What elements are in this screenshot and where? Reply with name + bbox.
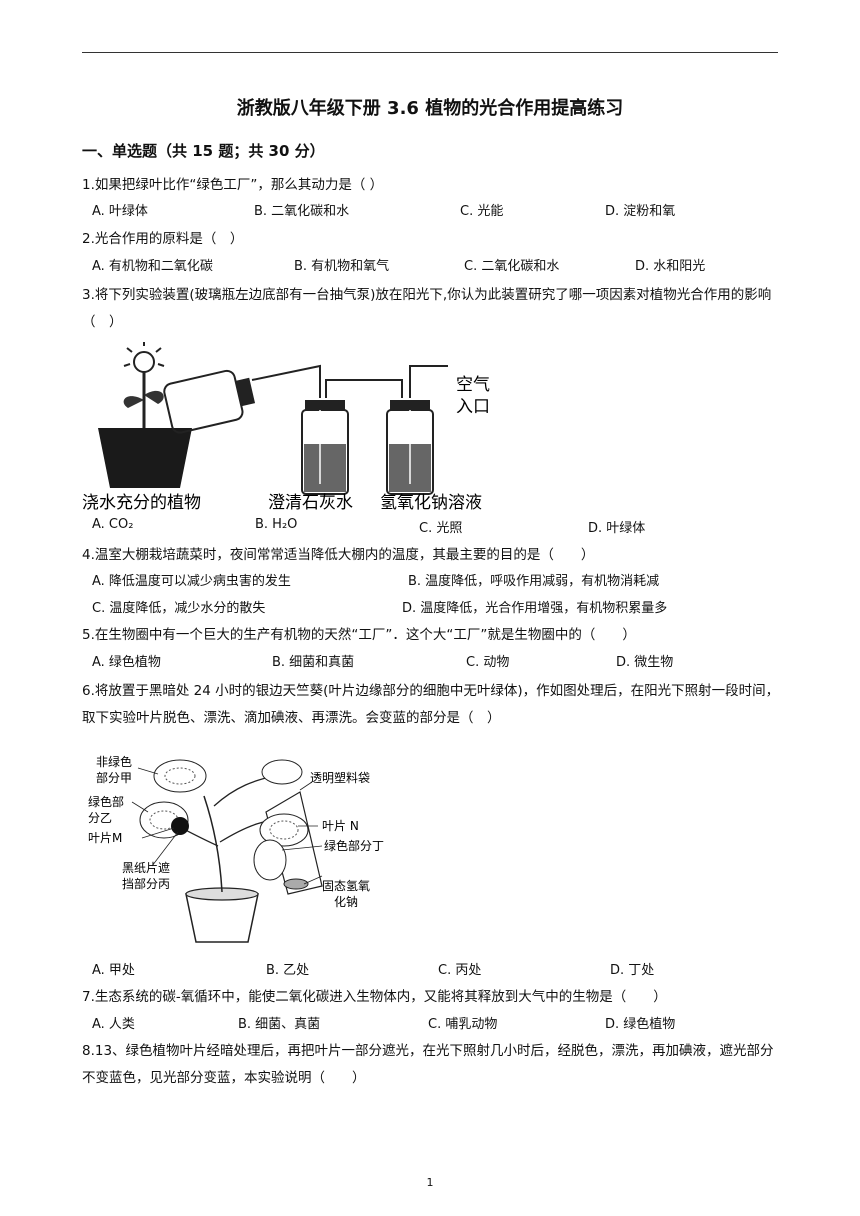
label-air: 空气	[456, 375, 490, 395]
option-c[interactable]: C. 温度降低，减少水分的散失	[92, 601, 266, 616]
label-solid-naoh-2: 化钠	[334, 894, 358, 909]
option-c[interactable]: C. 二氧化碳和水	[464, 259, 560, 274]
option-a[interactable]: A. 有机物和二氧化碳	[92, 259, 213, 274]
option-c[interactable]: C. 光能	[460, 204, 504, 219]
label-leaf-n: 叶片 N	[322, 819, 359, 833]
label-part-jia: 部分甲	[96, 770, 132, 785]
question-5-stem: 5.在生物圈中有一个巨大的生产有机物的天然“工厂”．这个大“工厂”就是生物圈中的…	[82, 627, 636, 643]
label-part-bing: 挡部分丙	[122, 876, 170, 891]
option-b[interactable]: B. 细菌和真菌	[272, 655, 355, 670]
question-4-stem: 4.温室大棚栽培蔬菜时，夜间常常适当降低大棚内的温度，其最主要的目的是（ ）	[82, 547, 595, 563]
option-a[interactable]: A. 降低温度可以减少病虫害的发生	[92, 574, 291, 589]
question-8-stem: 8.13、绿色植物叶片经暗处理后，再把叶片一部分遮光，在光下照射几小时后，经脱色…	[82, 1043, 774, 1086]
option-b[interactable]: B. H₂O	[255, 517, 298, 532]
option-a[interactable]: A. 人类	[92, 1017, 135, 1032]
question-6-options: A. 甲处 B. 乙处 C. 丙处 D. 丁处	[92, 959, 792, 985]
option-a[interactable]: A. 叶绿体	[92, 204, 148, 219]
option-d[interactable]: D. 微生物	[616, 655, 674, 670]
option-c[interactable]: C. 哺乳动物	[428, 1017, 498, 1032]
option-c[interactable]: C. 动物	[466, 655, 510, 670]
question-2-options: A. 有机物和二氧化碳 B. 有机物和氧气 C. 二氧化碳和水 D. 水和阳光	[92, 255, 792, 281]
label-green-ding: 绿色部分丁	[324, 838, 384, 853]
geranium-figure: 非绿色 部分甲 绿色部 分乙 叶片M 黑纸片遮 挡部分丙 透明塑料袋 叶片 N …	[88, 754, 384, 943]
option-a[interactable]: A. CO₂	[92, 517, 134, 532]
label-leaf-m: 叶片M	[88, 831, 122, 845]
label-naoh: 氢氧化钠溶液	[380, 493, 482, 513]
question-5-options: A. 绿色植物 B. 细菌和真菌 C. 动物 D. 微生物	[92, 651, 792, 677]
option-a[interactable]: A. 绿色植物	[92, 655, 161, 670]
option-b[interactable]: B. 温度降低，呼吸作用减弱，有机物消耗减	[408, 574, 660, 589]
question-7-options: A. 人类 B. 细菌、真菌 C. 哺乳动物 D. 绿色植物	[92, 1013, 792, 1039]
option-b[interactable]: B. 乙处	[266, 963, 310, 978]
option-c[interactable]: C. 丙处	[438, 963, 482, 978]
question-4-options-row2: C. 温度降低，减少水分的散失 D. 温度降低，光合作用增强，有机物积累量多	[92, 597, 792, 623]
option-c[interactable]: C. 光照	[419, 521, 463, 536]
question-3-stem: 3.将下列实验装置(玻璃瓶左边底部有一台抽气泵)放在阳光下,你认为此装置研究了哪…	[82, 287, 772, 330]
label-solid-naoh: 固态氢氧	[322, 878, 370, 893]
label-plant: 浇水充分的植物	[82, 493, 201, 513]
question-6-stem: 6.将放置于黑暗处 24 小时的银边天竺葵(叶片边缘部分的细胞中无叶绿体)，作如…	[82, 683, 780, 726]
question-1-stem: 1.如果把绿叶比作“绿色工厂”，那么其动力是（ ）	[82, 177, 384, 193]
option-a[interactable]: A. 甲处	[92, 963, 135, 978]
question-4-options-row1: A. 降低温度可以减少病虫害的发生 B. 温度降低，呼吸作用减弱，有机物消耗减	[92, 570, 792, 596]
question-7-stem: 7.生态系统的碳-氧循环中，能使二氧化碳进入生物体内，又能将其释放到大气中的生物…	[82, 989, 667, 1005]
option-d[interactable]: D. 水和阳光	[635, 259, 706, 274]
question-1-options: A. 叶绿体 B. 二氧化碳和水 C. 光能 D. 淀粉和氧	[92, 200, 792, 226]
option-d[interactable]: D. 温度降低，光合作用增强，有机物积累量多	[402, 601, 668, 616]
label-black-paper: 黑纸片遮	[122, 860, 170, 875]
label-inlet: 入口	[456, 397, 490, 417]
section-heading: 一、单选题（共 15 题；共 30 分）	[82, 142, 325, 160]
question-2-stem: 2.光合作用的原料是（ ）	[82, 231, 244, 247]
label-limewater: 澄清石灰水	[268, 493, 353, 513]
option-d[interactable]: D. 绿色植物	[605, 1017, 676, 1032]
option-b[interactable]: B. 二氧化碳和水	[254, 204, 350, 219]
option-b[interactable]: B. 细菌、真菌	[238, 1017, 321, 1032]
label-part-yi: 分乙	[88, 811, 112, 825]
option-b[interactable]: B. 有机物和氧气	[294, 259, 390, 274]
apparatus-figure: 空气 入口 浇水充分的植物 澄清石灰水 氢氧化钠溶液	[82, 342, 490, 513]
label-plastic-bag: 透明塑料袋	[310, 770, 370, 785]
label-green-part: 绿色部	[88, 794, 124, 809]
page-number: 1	[426, 1176, 434, 1189]
option-d[interactable]: D. 叶绿体	[588, 521, 646, 536]
label-nongreen: 非绿色	[96, 754, 132, 769]
question-3-options: A. CO₂ B. H₂O C. 光照 D. 叶绿体	[92, 517, 792, 543]
option-d[interactable]: D. 丁处	[610, 963, 655, 978]
option-d[interactable]: D. 淀粉和氧	[605, 204, 676, 219]
header-rule	[82, 52, 778, 53]
page-title: 浙教版八年级下册 3.6 植物的光合作用提高练习	[236, 98, 624, 119]
